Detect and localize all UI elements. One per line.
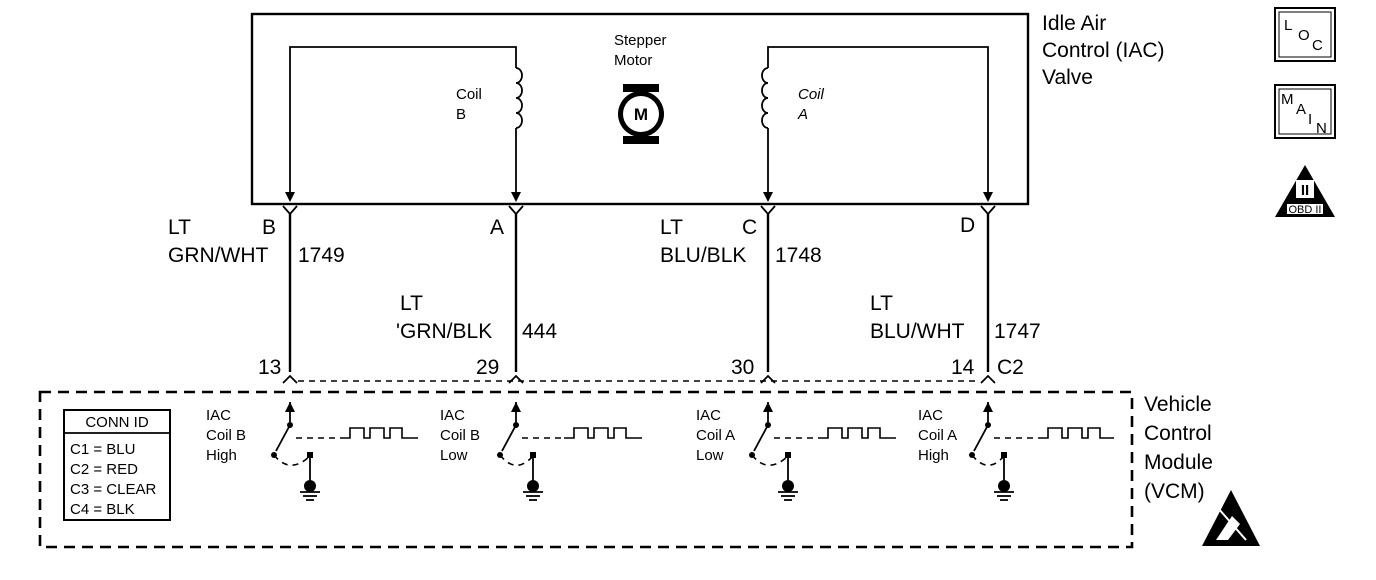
driver-3-label-line2: Coil A — [696, 427, 735, 444]
wire-c-color-line2: BLU/BLK — [660, 244, 746, 267]
wire-c-vcm-pin: 30 — [731, 356, 754, 379]
wire-a-pin: A — [490, 216, 504, 239]
wire-d-color-line1: LT — [870, 292, 893, 315]
loc-letter-c: C — [1312, 37, 1323, 54]
coil-a-label-line1: Coil — [798, 86, 825, 103]
wire-b-pin: B — [262, 216, 276, 239]
iac-valve-title-line3: Valve — [1042, 66, 1093, 89]
vcm-title-line4: (VCM) — [1144, 480, 1205, 503]
driver-3-switch — [749, 402, 896, 501]
connector-pin-b — [282, 205, 298, 384]
wire-a-vcm-pin: 29 — [476, 356, 499, 379]
motor-label-line2: Motor — [614, 52, 652, 69]
wire-c-color-line1: LT — [660, 216, 683, 239]
iac-valve-title-line1: Idle Air — [1042, 12, 1106, 35]
wire-a-color-line2: 'GRN/BLK — [396, 320, 492, 343]
conn-id-table — [63, 409, 171, 521]
driver-3-label-line3: Low — [696, 447, 724, 464]
connector-pin-d — [980, 205, 996, 384]
coil-b-label-line2: B — [456, 106, 466, 123]
loc-letter-o: O — [1298, 27, 1310, 44]
driver-4-switch — [969, 402, 1114, 501]
wire-b-circuit: 1749 — [298, 244, 345, 267]
driver-2-label-line1: IAC — [440, 407, 465, 424]
loc-letter-l: L — [1284, 17, 1292, 34]
conn-id-row-1: C1 = BLU — [70, 441, 135, 458]
stepper-motor-icon — [618, 84, 664, 144]
wire-d-color-line2: BLU/WHT — [870, 320, 965, 343]
vcm-title-line1: Vehicle — [1144, 393, 1212, 416]
coil-a-label-line2: A — [797, 106, 808, 123]
connector-pin-a — [508, 205, 524, 384]
main-letter-m: M — [1281, 91, 1294, 108]
wire-a-color-line1: LT — [400, 292, 423, 315]
motor-symbol: M — [634, 105, 648, 124]
vcm-title-line2: Control — [1144, 422, 1212, 445]
wire-d-pin: D — [960, 214, 975, 237]
wire-c-pin: C — [742, 216, 757, 239]
driver-3-label-line1: IAC — [696, 407, 721, 424]
wire-d-circuit: 1747 — [994, 320, 1041, 343]
wire-b-color-line1: LT — [168, 216, 191, 239]
driver-4-label-line3: High — [918, 447, 949, 464]
iac-valve-box — [250, 12, 1030, 206]
wire-d-vcm-pin: 14 — [951, 356, 975, 379]
driver-1-label-line1: IAC — [206, 407, 231, 424]
coil-b-wiring — [285, 46, 523, 202]
obd-label: OBD II — [1288, 204, 1321, 216]
esd-warning-icon — [1202, 490, 1260, 546]
loc-icon — [1274, 7, 1336, 62]
main-letter-a: A — [1296, 101, 1306, 118]
driver-1-label-line3: High — [206, 447, 237, 464]
vcm-connector-id: C2 — [997, 356, 1024, 379]
vcm-box — [38, 390, 1134, 549]
connector-pin-c — [760, 205, 776, 384]
wire-b-vcm-pin: 13 — [258, 356, 281, 379]
driver-2-label-line2: Coil B — [440, 427, 480, 444]
driver-2-label-line3: Low — [440, 447, 468, 464]
conn-id-header: CONN ID — [85, 414, 149, 431]
driver-4-label-line1: IAC — [918, 407, 943, 424]
conn-id-row-3: C3 = CLEAR — [70, 481, 156, 498]
driver-2-switch — [497, 402, 642, 501]
wire-b-color-line2: GRN/WHT — [168, 244, 268, 267]
driver-1-label-line2: Coil B — [206, 427, 246, 444]
motor-label-line1: Stepper — [614, 32, 667, 49]
main-letter-i: I — [1308, 111, 1312, 128]
driver-4-label-line2: Coil A — [918, 427, 957, 444]
main-icon — [1274, 84, 1336, 139]
iac-valve-title-line2: Control (IAC) — [1042, 39, 1165, 62]
conn-id-row-2: C2 = RED — [70, 461, 138, 478]
conn-id-row-4: C4 = BLK — [70, 501, 135, 518]
obd-ii-icon — [1275, 165, 1335, 217]
driver-1-switch — [271, 402, 418, 501]
wire-a-circuit: 444 — [522, 320, 557, 343]
obd-roman: II — [1301, 182, 1309, 199]
main-letter-n: N — [1316, 120, 1327, 137]
vcm-title-line3: Module — [1144, 451, 1213, 474]
coil-b-label-line1: Coil — [456, 86, 482, 103]
wire-c-circuit: 1748 — [775, 244, 822, 267]
coil-a-wiring — [761, 46, 993, 202]
